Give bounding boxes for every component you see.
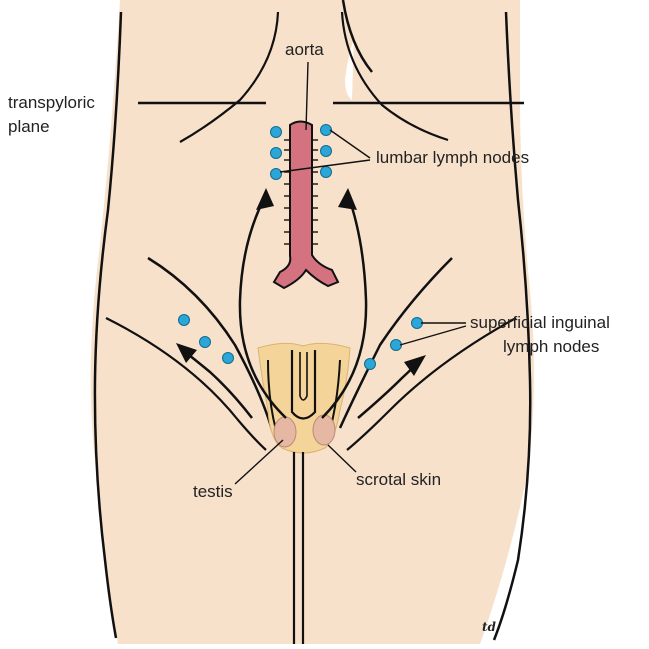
lumbar-node	[321, 146, 332, 157]
transpyloric-label-line2: plane	[8, 117, 50, 137]
inguinal-node	[223, 353, 234, 364]
inguinal-node	[179, 315, 190, 326]
inguinal-node	[391, 340, 402, 351]
lumbar-node	[321, 125, 332, 136]
testis-left	[274, 417, 296, 447]
lumbar-node	[271, 148, 282, 159]
transpyloric-label-line1: transpyloric	[8, 93, 95, 113]
scrotal-skin-label: scrotal skin	[356, 470, 441, 490]
inguinal-node	[365, 359, 376, 370]
lumbar-node	[321, 167, 332, 178]
testis-right	[313, 415, 335, 445]
inguinal-label-line2: lymph nodes	[503, 337, 599, 357]
inguinal-label-line1: superficial inguinal	[470, 313, 610, 333]
testis-label: testis	[193, 482, 233, 502]
lumbar-node	[271, 127, 282, 138]
inguinal-node	[200, 337, 211, 348]
inguinal-node	[412, 318, 423, 329]
lumbar-nodes-label: lumbar lymph nodes	[376, 148, 529, 168]
artist-signature: td	[482, 620, 496, 634]
aorta-label: aorta	[285, 40, 324, 60]
lumbar-node	[271, 169, 282, 180]
